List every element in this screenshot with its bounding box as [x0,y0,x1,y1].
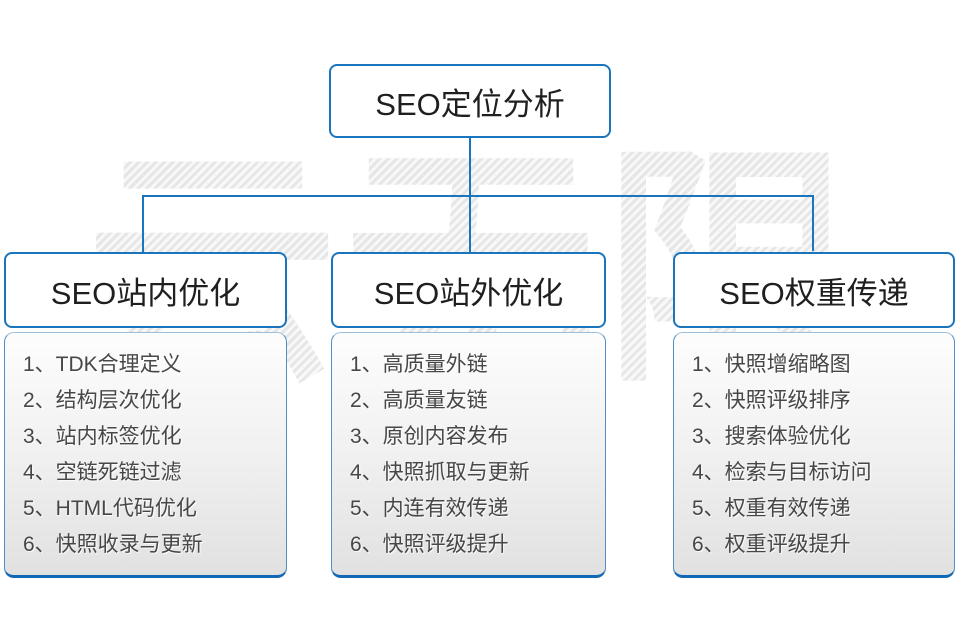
connector-root-drop [469,137,471,196]
list-item: 1、TDK合理定义 [23,353,182,376]
column-header: SEO站内优化 [4,252,287,328]
connector-center-drop [469,196,471,253]
column-header: SEO站外优化 [331,252,606,328]
list-item: 4、检索与目标访问 [692,461,872,484]
list-item: 3、搜索体验优化 [692,425,851,448]
connector-right-drop [812,196,814,251]
list-item: 6、快照评级提升 [350,533,509,556]
root-node-seo-positioning: SEO定位分析 [329,64,611,138]
list-item: 5、内连有效传递 [350,497,509,520]
column-header: SEO权重传递 [673,252,955,328]
list-item: 2、快照评级排序 [692,389,851,412]
connector-horizontal [142,195,814,197]
list-item: 4、快照抓取与更新 [350,461,530,484]
list-item: 1、快照增缩略图 [692,353,851,376]
column-onsite-optimization: SEO站内优化 1、TDK合理定义 2、结构层次优化 3、站内标签优化 4、空链… [4,252,287,578]
connector-left-drop [142,196,144,253]
column-offsite-optimization: SEO站外优化 1、高质量外链 2、高质量友链 3、原创内容发布 4、快照抓取与… [331,252,606,578]
list-item: 2、结构层次优化 [23,389,182,412]
list-item: 5、HTML代码优化 [23,497,197,520]
list-item: 4、空链死链过滤 [23,461,182,484]
list-item: 6、权重评级提升 [692,533,851,556]
list-box: 1、高质量外链 2、高质量友链 3、原创内容发布 4、快照抓取与更新 5、内连有… [331,332,606,578]
list-item: 6、快照收录与更新 [23,533,203,556]
list-item: 5、权重有效传递 [692,497,851,520]
list-item: 3、站内标签优化 [23,425,182,448]
list-item: 1、高质量外链 [350,353,488,376]
list-item: 3、原创内容发布 [350,425,509,448]
list-item: 2、高质量友链 [350,389,488,412]
list-box: 1、快照增缩略图 2、快照评级排序 3、搜索体验优化 4、检索与目标访问 5、权… [673,332,955,578]
column-weight-transfer: SEO权重传递 1、快照增缩略图 2、快照评级排序 3、搜索体验优化 4、检索与… [673,252,955,578]
list-box: 1、TDK合理定义 2、结构层次优化 3、站内标签优化 4、空链死链过滤 5、H… [4,332,287,578]
